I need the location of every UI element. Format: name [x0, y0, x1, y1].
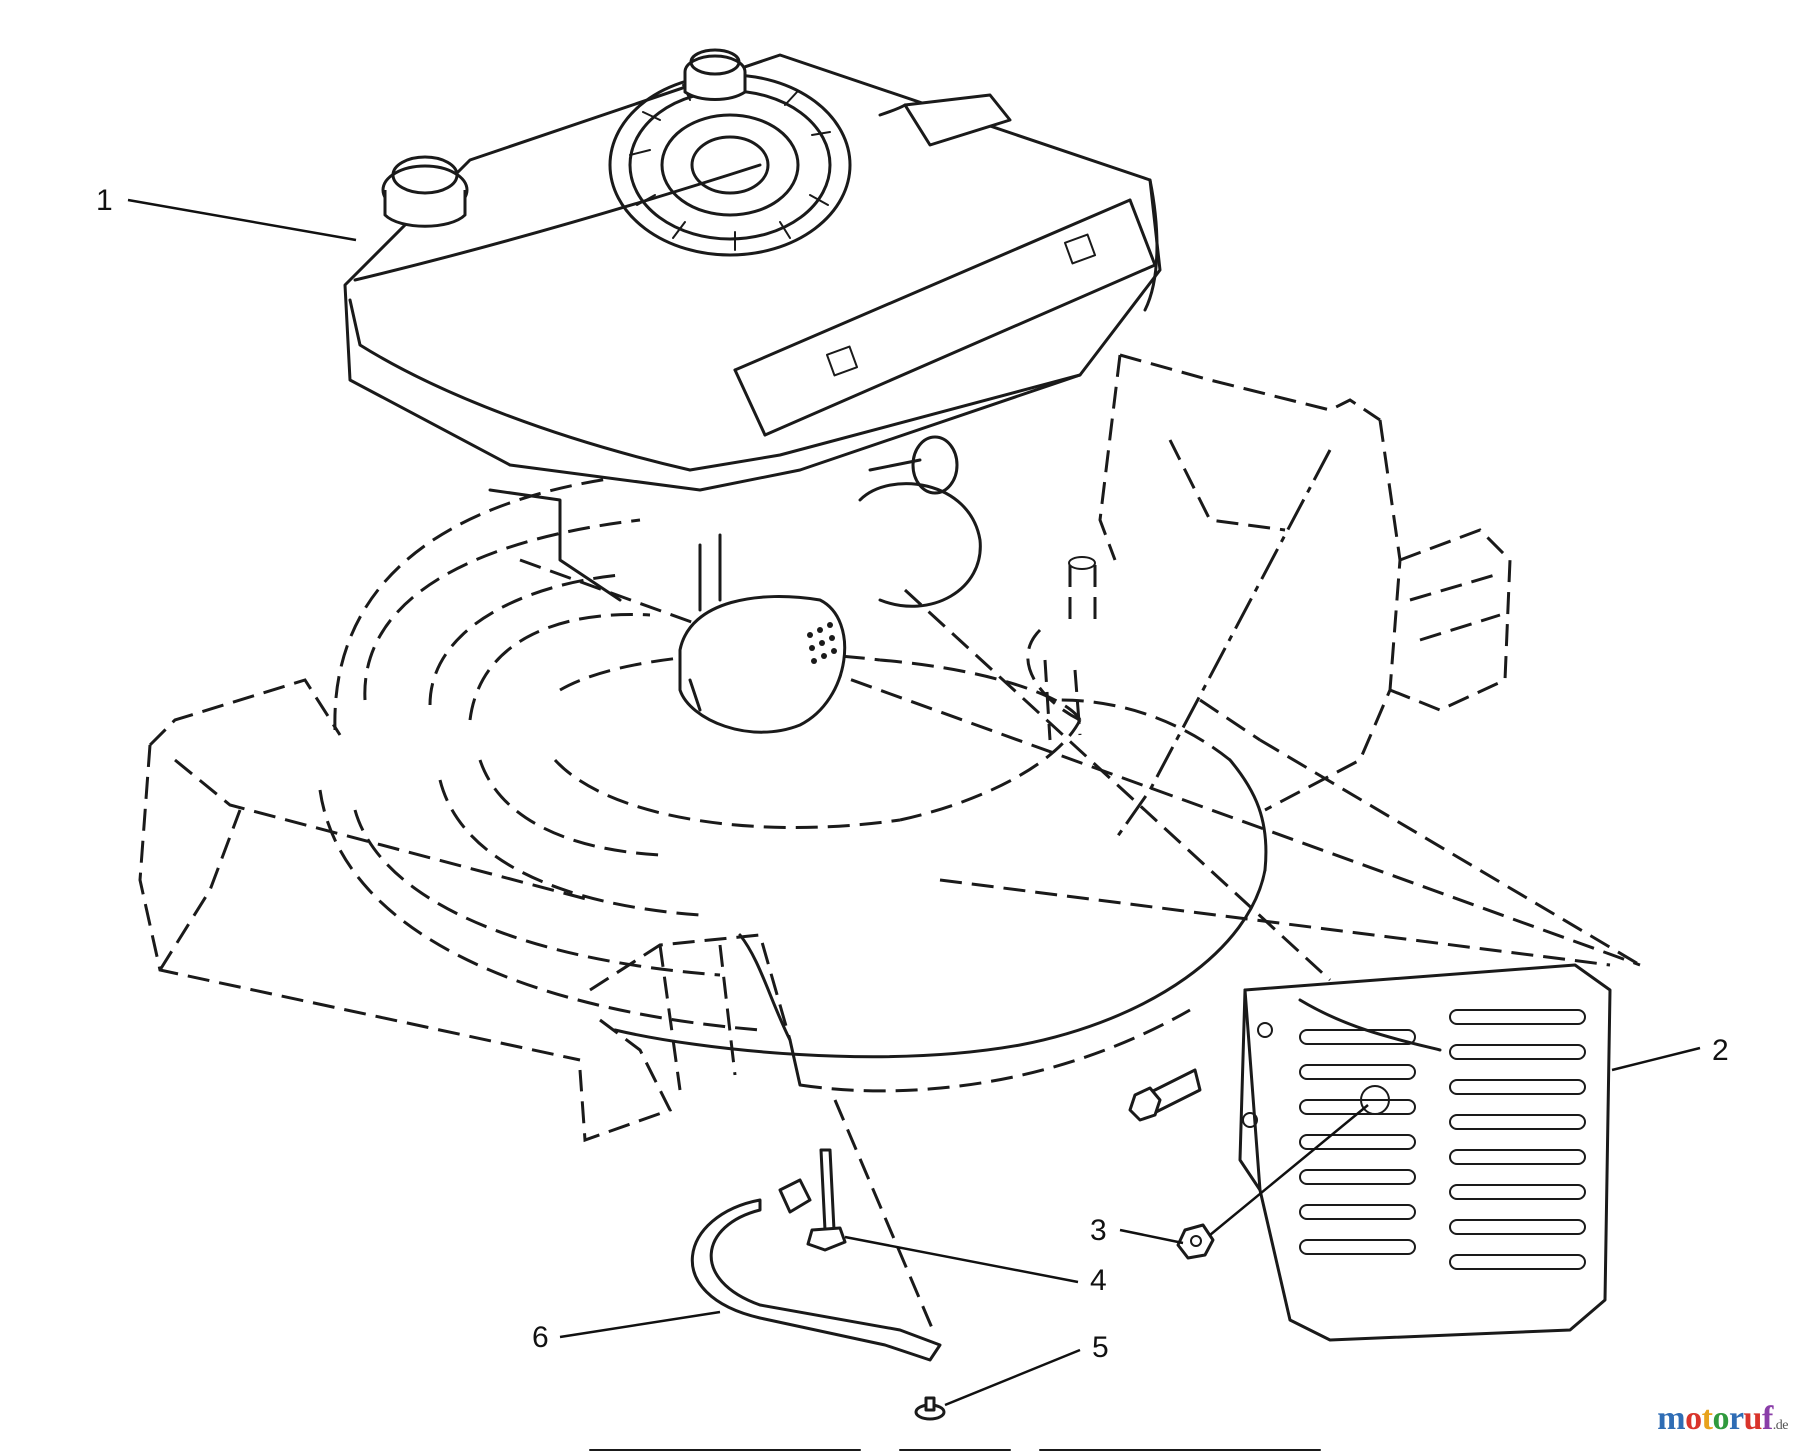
motoruf-watermark: motoruf.de — [1657, 1400, 1788, 1438]
svg-text:3: 3 — [1090, 1214, 1107, 1247]
screw-5 — [914, 1396, 946, 1421]
wm-letter: m — [1657, 1400, 1686, 1437]
wm-letter: f — [1761, 1400, 1773, 1437]
bracket-6 — [690, 1178, 942, 1362]
svg-text:1: 1 — [96, 184, 113, 217]
muffler-vents — [807, 622, 837, 664]
wm-letter: u — [1743, 1400, 1763, 1437]
bolt-4 — [806, 1148, 847, 1252]
callout-2: 2 — [1611, 1034, 1729, 1072]
svg-text:2: 2 — [1712, 1034, 1729, 1067]
engine-assembly — [343, 48, 1162, 734]
wm-letter: o — [1685, 1400, 1702, 1437]
wm-tld: .de — [1772, 1418, 1789, 1433]
callout-3: 3 — [1090, 1104, 1369, 1247]
callout-1: 1 — [96, 184, 357, 242]
svg-text:6: 6 — [532, 1321, 549, 1354]
callout-4: 4 — [844, 1235, 1107, 1297]
bolt-guard — [1128, 1068, 1202, 1122]
guard-shield — [1238, 963, 1612, 1342]
svg-text:5: 5 — [1092, 1331, 1109, 1364]
nut-3 — [1176, 1223, 1215, 1260]
guard-slots — [1299, 1009, 1586, 1270]
svg-text:4: 4 — [1090, 1264, 1107, 1297]
wm-letter: o — [1712, 1400, 1729, 1437]
callout-5: 5 — [944, 1331, 1109, 1407]
callout-6: 6 — [532, 1310, 721, 1354]
wm-letter: r — [1728, 1400, 1744, 1437]
wm-letter: t — [1701, 1400, 1713, 1437]
